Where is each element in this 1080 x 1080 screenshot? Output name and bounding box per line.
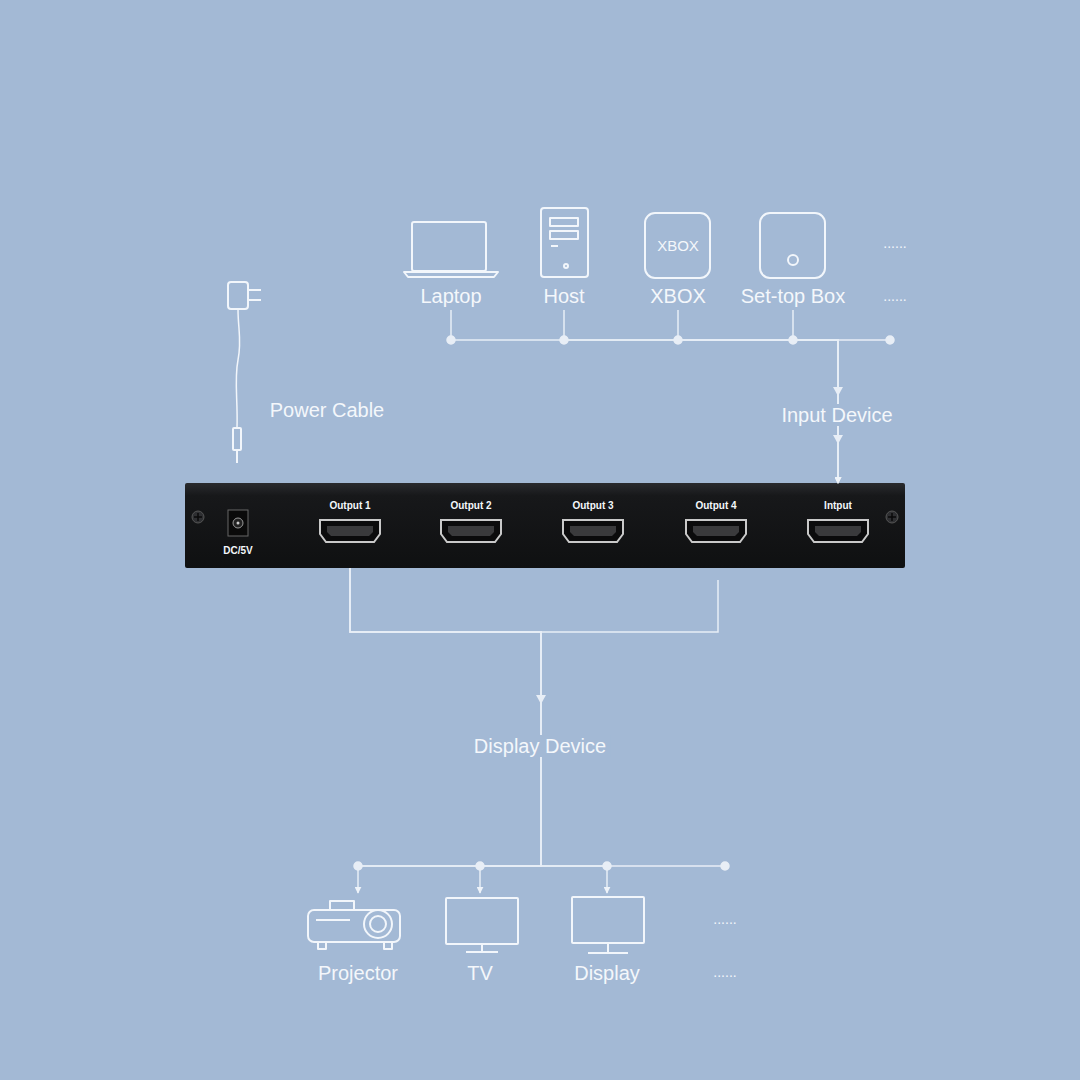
port-label: Output 1 — [329, 500, 370, 511]
device-label: Host — [543, 285, 584, 307]
callout-label: Input Device — [776, 404, 897, 426]
splitter-housing — [185, 483, 905, 568]
connector — [350, 568, 541, 893]
port-label: Intput — [824, 500, 852, 511]
power-adapter — [228, 282, 261, 463]
display-device: Display — [547, 893, 667, 988]
device-label: Projector — [318, 962, 398, 984]
display-device: Projector — [298, 893, 418, 988]
source-device: Host — [504, 205, 624, 310]
device-label: Laptop — [420, 285, 481, 307]
callout-label: Power Cable — [270, 399, 385, 421]
source-device: Laptop — [391, 205, 511, 310]
device-label: Set-top Box — [741, 285, 846, 307]
port-label: Output 2 — [450, 500, 491, 511]
connector — [678, 310, 838, 483]
ellipsis: ...... — [713, 912, 736, 927]
source-device: XBOX XBOX — [618, 205, 738, 310]
hdmi-splitter: Output 1 Output 2 Output 3 Output 4 IntputDC… — [185, 483, 905, 568]
port-label: Output 3 — [572, 500, 613, 511]
display-device: TV — [420, 893, 540, 988]
connector — [793, 310, 838, 483]
connector — [451, 310, 838, 483]
port-label: Output 4 — [695, 500, 736, 511]
ellipsis: ...... — [883, 289, 906, 304]
port-label: DC/5V — [223, 545, 252, 556]
ellipsis: ...... — [883, 236, 906, 251]
device-label: Display — [574, 962, 640, 984]
source-device: Set-top Box — [733, 205, 853, 310]
connector — [564, 310, 838, 483]
device-label: TV — [467, 962, 493, 984]
connector — [350, 568, 541, 893]
device-label: XBOX — [650, 285, 706, 307]
ellipsis: ...... — [713, 965, 736, 980]
device-label: XBOX — [657, 238, 699, 255]
connector — [350, 568, 607, 893]
device-icons — [308, 208, 825, 953]
callout-label: Display Device — [469, 735, 611, 757]
